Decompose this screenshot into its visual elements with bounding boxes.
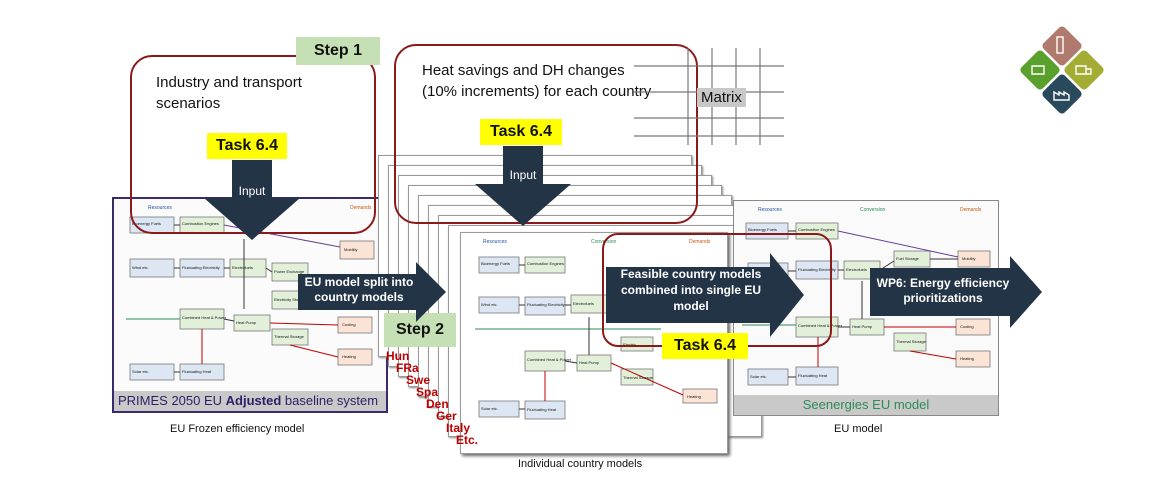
right-header-demands: Demands (960, 207, 982, 213)
stack-node-elec: Electric (623, 342, 637, 347)
step2-tag: Step 2 (384, 313, 456, 347)
right-node-fe: Fluctuating Electricity (798, 267, 836, 272)
left-model-banner: PRIMES 2050 EU Adjusted baseline system (114, 391, 386, 411)
right-node-ts: Thermal Storage (896, 339, 926, 344)
left-model-caption: EU Frozen efficiency model (170, 423, 305, 435)
stack-node-ce: Combustion Engines (527, 261, 564, 266)
callout-mid (394, 44, 698, 224)
stack-node-wind: Wind etc. (481, 302, 498, 307)
right-node-cool: Cooling (960, 324, 974, 329)
right-header-conversion: Conversion (860, 207, 886, 213)
left-header-resources: Resources (148, 205, 172, 211)
task-tag-right: Task 6.4 (662, 333, 748, 359)
left-node-pe: Power Exchange (274, 269, 305, 274)
left-node-chp: Combined Heat & Power (182, 315, 227, 320)
left-node-fh: Fluctuating Heat (182, 369, 212, 374)
right-node-bio: Bioenergy Fuels (748, 227, 777, 232)
country-label: Italy (446, 421, 471, 435)
stack-caption: Individual country models (518, 458, 643, 470)
callout-left-text: Industry and transport scenarios (156, 74, 302, 112)
country-label: Spa (416, 385, 439, 399)
left-node-efuel: Electrofuels (232, 265, 253, 270)
callout-mid-text: Heat savings and DH changes (10% increme… (422, 62, 652, 100)
right-node-efuel: Electrofuels (846, 267, 867, 272)
split-arrow (298, 262, 446, 322)
stack-node-chp: Combined Heat & Power (527, 357, 572, 362)
combine-arrow (606, 253, 804, 337)
input-label-left: Input (238, 184, 266, 198)
right-node-mob: Mobility (962, 256, 976, 261)
stack-node-ts: Thermal Storage (623, 375, 653, 380)
left-node-mob: Mobility (344, 247, 358, 252)
country-label: Etc. (456, 433, 479, 447)
stack-node-heat: Heating (687, 394, 701, 399)
left-node-es: Electricity Storage (274, 297, 307, 302)
left-banner-prefix: PRIMES 2050 EU (118, 393, 226, 408)
split-arrow-label: EU model split into country models (304, 275, 414, 304)
country-label: Swe (406, 373, 431, 387)
left-node-wind: Wind etc. (132, 265, 149, 270)
stack-model-diagram (475, 256, 718, 420)
stack-node-efuel: Electrofuels (573, 301, 594, 306)
task-tag-mid: Task 6.4 (480, 119, 562, 145)
left-banner-bold: Adjusted (225, 393, 282, 408)
right-node-ce: Combustion Engines (798, 227, 835, 232)
left-banner-suffix: baseline system (281, 393, 379, 408)
right-node-fuel: Fuel Storage (896, 256, 919, 261)
right-node-chp: Combined Heat & Power (798, 323, 843, 328)
stack-node-hp: Heat Pump (579, 360, 600, 365)
right-model-banner: Seenergies EU model (734, 395, 998, 415)
task-tag-left: Task 6.4 (207, 133, 287, 159)
callout-right (602, 233, 832, 347)
input-arrow-left (204, 160, 300, 240)
country-label: Den (426, 397, 449, 411)
left-node-fe: Fluctuating Electricity (182, 265, 220, 270)
right-node-fh: Fluctuating Heat (798, 373, 828, 378)
wp6-arrow-label: WP6: Energy efficiency prioritizations (876, 276, 1010, 305)
left-node-hp: Heat Pump (236, 320, 257, 325)
right-node-heat: Heating (960, 356, 974, 361)
left-node-ts: Thermal Storage (274, 334, 304, 339)
stack-header-resources: Resources (483, 239, 507, 245)
stack-node-solar: Solar etc. (481, 406, 498, 411)
stack-node-bio: Bioenergy Fuels (481, 261, 510, 266)
left-node-ce: Combustion Engines (182, 221, 219, 226)
stack-header-demands: Demands (689, 239, 711, 245)
right-node-hp: Heat Pump (852, 324, 873, 329)
right-node-solar: Solar etc. (750, 374, 767, 379)
combine-arrow-label: Feasible country models combined into si… (620, 267, 762, 313)
input-arrow-mid (475, 146, 571, 226)
country-label: Hun (386, 349, 410, 363)
wp6-arrow (870, 256, 1042, 328)
left-node-cool: Cooling (342, 322, 356, 327)
country-label: Ger (436, 409, 457, 423)
matrix-label: Matrix (697, 88, 746, 107)
left-node-heat: Heating (342, 354, 356, 359)
stack-node-fh: Fluctuating Heat (527, 407, 557, 412)
stack-node-fe: Fluctuating Electricity (527, 302, 565, 307)
country-label: FRa (396, 361, 419, 375)
step1-tag: Step 1 (296, 37, 380, 65)
left-node-solar: Solar etc. (132, 369, 149, 374)
right-model-caption: EU model (834, 423, 883, 435)
right-header-resources: Resources (758, 207, 782, 213)
input-label-mid: Input (509, 168, 537, 182)
left-header-demands: Demands (350, 205, 372, 211)
logo-icon (1020, 26, 1104, 114)
